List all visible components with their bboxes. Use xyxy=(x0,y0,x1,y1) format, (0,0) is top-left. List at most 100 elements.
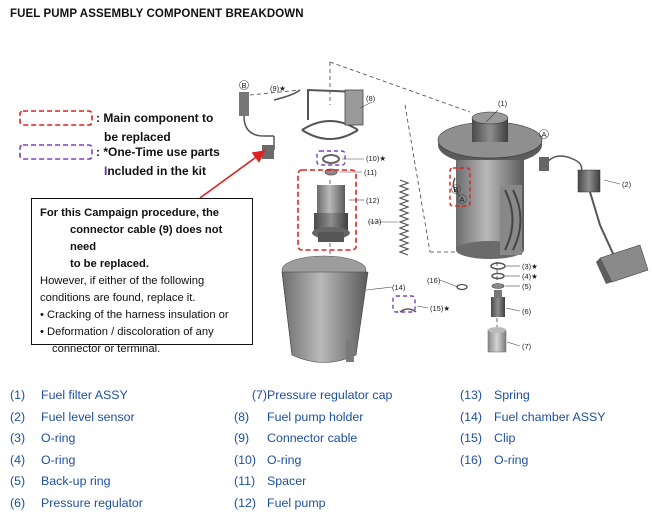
legend-main-line1: : Main component to xyxy=(96,111,214,125)
fuel-level-sensor xyxy=(539,155,649,284)
label-4: (4)★ xyxy=(522,272,538,281)
part-number: (16) xyxy=(460,452,483,467)
legend-main-swatch xyxy=(19,110,93,126)
callout-line2: connector cable (9) does not need xyxy=(70,224,223,253)
part-name: Back-up ring xyxy=(41,474,111,489)
marker-a-filter-circle xyxy=(457,194,467,204)
o-ring-3 xyxy=(490,262,506,270)
marker-a-filter: A xyxy=(460,195,465,204)
pressure-regulator xyxy=(491,290,505,317)
part-name: Fuel chamber ASSY xyxy=(494,409,606,424)
label-16: (16) xyxy=(427,276,441,285)
parts-row: (12) Fuel pump xyxy=(234,496,392,518)
callout-bullet2b: connector or terminal. xyxy=(52,343,161,355)
clip-15 xyxy=(399,308,417,313)
marker-a-right-circle xyxy=(539,129,549,139)
fuel-chamber-assy xyxy=(281,255,369,363)
parts-row: (14)Fuel chamber ASSY xyxy=(460,410,606,432)
part-number: (2) xyxy=(10,409,26,424)
parts-list-col3: (13) Spring (14)Fuel chamber ASSY (15) Cli… xyxy=(460,388,606,474)
legend-onetime-line2-rest: ncluded in the kit xyxy=(107,164,207,178)
part-number: (10) xyxy=(234,452,257,467)
part-number: (3) xyxy=(10,431,26,446)
o-ring-4 xyxy=(491,272,505,280)
parts-row: (8) Fuel pump holder xyxy=(234,410,392,432)
part-number: (7) xyxy=(251,388,267,402)
label-11: (11) xyxy=(364,168,377,177)
callout-line4: However, if either of the following xyxy=(40,275,205,287)
fuel-filter-assy xyxy=(437,111,543,259)
label-12: (12) xyxy=(366,196,380,205)
parts-row: (15) Clip xyxy=(460,431,606,453)
parts-row: (13) Spring xyxy=(460,388,606,410)
part-number: (12) xyxy=(234,495,257,510)
connector-cable xyxy=(239,89,301,159)
parts-list-col1: (1)Fuel filter ASSY (2)Fuel level sensor… xyxy=(10,388,143,518)
part-name: Clip xyxy=(494,431,516,446)
callout-line3: to be replaced. xyxy=(70,258,149,270)
diagram-title: FUEL PUMP ASSEMBLY COMPONENT BREAKDOWN xyxy=(10,8,304,20)
callout-bullet1: • Cracking of the harness insulation or xyxy=(40,309,229,321)
parts-row: (10) O-ring xyxy=(234,453,392,475)
part-number: (13) xyxy=(460,388,483,402)
parts-list-col2: (7)Pressure regulator cap (8) Fuel pump h… xyxy=(234,388,392,518)
parts-row: (6) Pressure regulator xyxy=(10,496,143,518)
legend-main-text: : Main component to be replaced xyxy=(96,109,213,147)
label-10: (10)★ xyxy=(366,154,386,163)
parts-row: (3) O-ring xyxy=(10,431,143,453)
parts-row: (16) O-ring xyxy=(460,453,606,475)
label-8: (8) xyxy=(366,94,376,103)
parts-row: (2)Fuel level sensor xyxy=(10,410,143,432)
parts-row: (9) Connector cable xyxy=(234,431,392,453)
label-5: (5) xyxy=(522,282,532,291)
parts-row: (7)Pressure regulator cap xyxy=(234,388,393,410)
part-name: Connector cable xyxy=(267,431,358,446)
callout-line1: For this Campaign procedure, the xyxy=(40,207,220,219)
legend-onetime-line2: Included in the kit xyxy=(96,162,220,181)
campaign-note-callout: For this Campaign procedure, the connect… xyxy=(31,198,253,355)
onetime-box-15 xyxy=(392,295,416,313)
marker-a-right: A xyxy=(542,130,547,139)
legend-onetime-line2-initial: I xyxy=(104,164,108,178)
label-1: (1) xyxy=(498,99,508,108)
label-6: (6) xyxy=(522,307,532,316)
callout-arrow xyxy=(199,150,266,199)
fuel-line-connector xyxy=(452,177,461,197)
fuel-pump-holder xyxy=(301,88,364,140)
part-number: (6) xyxy=(10,495,26,510)
part-name: Spring xyxy=(494,388,530,402)
part-name: Fuel pump xyxy=(267,495,326,510)
part-name: O-ring xyxy=(41,452,76,467)
marker-b-top-circle xyxy=(239,80,249,90)
part-name: Spacer xyxy=(267,474,307,489)
part-name: O-ring xyxy=(41,431,76,446)
part-number: (4) xyxy=(10,452,26,467)
legend-onetime-text: : *One-Time use parts Included in the ki… xyxy=(96,143,220,181)
part-name: O-ring xyxy=(267,452,302,467)
callout-line5: conditions are found, replace it. xyxy=(40,292,196,304)
part-name: Pressure regulator xyxy=(41,495,143,510)
parts-row: (11) Spacer xyxy=(234,474,392,496)
marker-b-filter: B xyxy=(454,185,459,194)
leader-lines xyxy=(340,101,621,347)
part-name: Fuel pump holder xyxy=(267,409,364,424)
label-13: (13) xyxy=(368,217,382,226)
part-number: (9) xyxy=(234,431,250,446)
label-14: (14) xyxy=(392,283,406,292)
parts-row: (4) O-ring xyxy=(10,453,143,475)
part-number: (11) xyxy=(234,474,256,489)
o-ring-10 xyxy=(322,154,340,164)
part-number: (15) xyxy=(460,431,483,446)
part-number: (5) xyxy=(10,474,26,489)
part-name: O-ring xyxy=(494,452,529,467)
part-number: (1) xyxy=(10,388,26,402)
label-7: (7) xyxy=(522,342,532,351)
callout-bullet2a: • Deformation / discoloration of any xyxy=(40,326,214,338)
part-number: (8) xyxy=(234,409,250,424)
parts-row: (5) Back-up ring xyxy=(10,474,143,496)
legend-onetime-swatch xyxy=(19,144,93,160)
parts-row: (1)Fuel filter ASSY xyxy=(10,388,143,410)
part-name: Pressure regulator cap xyxy=(267,388,393,402)
back-up-ring xyxy=(491,283,505,289)
o-ring-16 xyxy=(456,283,468,291)
